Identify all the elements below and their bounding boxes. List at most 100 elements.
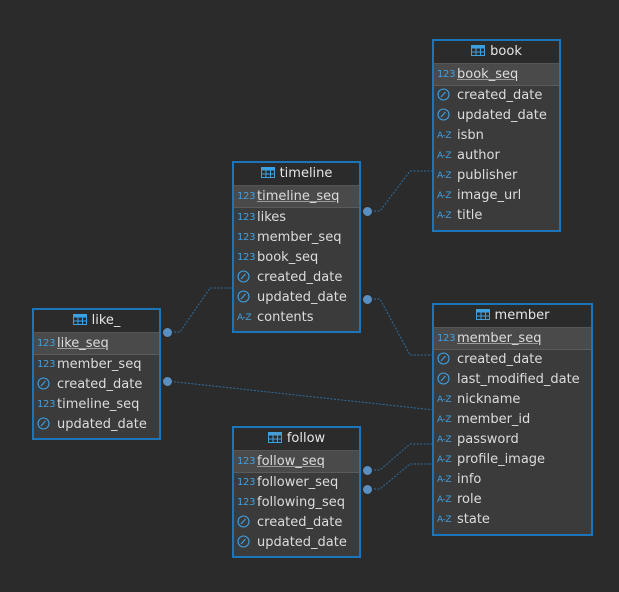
column-name: like_seq: [57, 336, 109, 351]
column-name: isbn: [457, 128, 484, 143]
column-name: last_modified_date: [457, 372, 580, 387]
column-name: timeline_seq: [57, 397, 140, 412]
column-name: info: [457, 472, 482, 487]
clock-icon: [237, 268, 255, 288]
numeric-type-icon: 123: [237, 456, 256, 467]
numeric-type-icon: 123: [237, 191, 256, 202]
clock-icon: [437, 370, 455, 390]
column-name: image_url: [457, 188, 522, 203]
clock-icon: [437, 106, 455, 126]
text-type-icon: A-Z: [437, 495, 452, 505]
column-row[interactable]: A-Z info: [434, 470, 591, 490]
numeric-type-icon: 123: [237, 252, 256, 263]
column-row[interactable]: updated_date: [234, 533, 359, 553]
column-name: role: [457, 492, 482, 507]
column-row[interactable]: created_date: [434, 86, 559, 106]
text-type-icon: A-Z: [437, 171, 452, 181]
clock-icon: [237, 533, 255, 553]
numeric-type-icon: 123: [237, 497, 256, 508]
table-icon: [475, 309, 490, 320]
column-row[interactable]: created_date: [434, 350, 591, 370]
table-icon: [260, 167, 275, 178]
column-name: state: [457, 512, 490, 527]
text-type-icon: A-Z: [437, 415, 452, 425]
column-row[interactable]: A-Z title: [434, 206, 559, 226]
column-name: created_date: [457, 352, 543, 367]
column-row[interactable]: updated_date: [234, 288, 359, 308]
column-name: password: [457, 432, 519, 447]
table-header[interactable]: like_: [34, 310, 159, 333]
table-header[interactable]: follow: [234, 428, 359, 451]
column-name: created_date: [257, 270, 343, 285]
column-name: title: [457, 208, 483, 223]
column-row[interactable]: A-Z contents: [234, 308, 359, 328]
clock-icon: [437, 350, 455, 370]
column-row[interactable]: created_date: [34, 375, 159, 395]
link-follow-member-2: [367, 463, 434, 490]
column-name: created_date: [457, 88, 543, 103]
text-type-icon: A-Z: [237, 313, 252, 323]
column-row[interactable]: A-Z state: [434, 510, 591, 530]
column-name: follow_seq: [257, 454, 325, 469]
text-type-icon: A-Z: [437, 211, 452, 221]
numeric-type-icon: 123: [237, 212, 256, 223]
clock-icon: [237, 513, 255, 533]
text-type-icon: A-Z: [437, 475, 452, 485]
table-title: timeline: [279, 166, 333, 181]
column-row[interactable]: A-Z member_id: [434, 410, 591, 430]
column-row[interactable]: A-Z profile_image: [434, 450, 591, 470]
column-row[interactable]: created_date: [234, 268, 359, 288]
text-type-icon: A-Z: [437, 455, 452, 465]
column-name: profile_image: [457, 452, 546, 467]
column-row[interactable]: updated_date: [434, 106, 559, 126]
table-title: like_: [91, 313, 121, 328]
connector-dot: [362, 465, 373, 476]
text-type-icon: A-Z: [437, 515, 452, 525]
column-row[interactable]: last_modified_date: [434, 370, 591, 390]
column-name: contents: [257, 310, 314, 325]
text-type-icon: A-Z: [437, 395, 452, 405]
link-timeline-book: [367, 170, 434, 212]
table-header[interactable]: timeline: [234, 163, 359, 186]
connector-dot: [362, 294, 373, 305]
column-row[interactable]: created_date: [234, 513, 359, 533]
column-name: member_id: [457, 412, 531, 427]
connector-dot: [162, 327, 173, 338]
column-row[interactable]: updated_date: [34, 415, 159, 435]
table-icon: [72, 314, 87, 325]
table-header[interactable]: book: [434, 41, 559, 64]
column-name: updated_date: [457, 108, 547, 123]
numeric-type-icon: 123: [37, 399, 56, 410]
numeric-type-icon: 123: [437, 69, 456, 80]
column-name: timeline_seq: [257, 189, 340, 204]
column-name: created_date: [57, 377, 143, 392]
column-row[interactable]: A-Z role: [434, 490, 591, 510]
table-icon: [471, 45, 486, 56]
column-name: likes: [257, 210, 287, 225]
text-type-icon: A-Z: [437, 151, 452, 161]
table-header[interactable]: member: [434, 305, 591, 328]
